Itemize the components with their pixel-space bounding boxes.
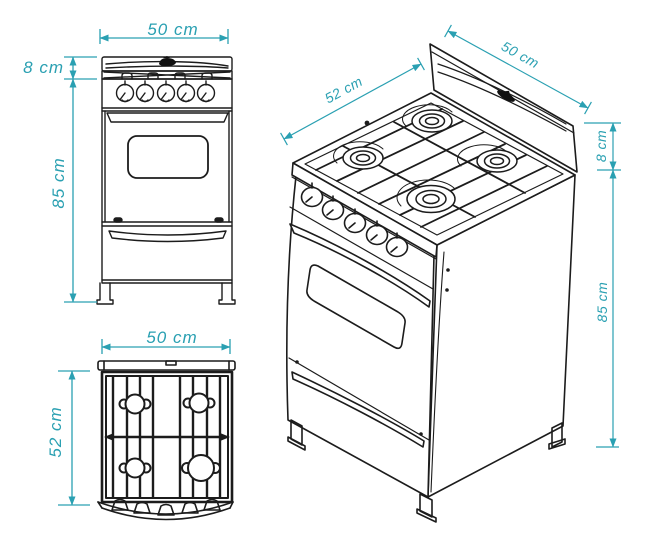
knob [365, 220, 389, 246]
burner [457, 144, 518, 173]
front-legs [96, 282, 236, 305]
drawer-handle [108, 230, 227, 243]
oven-handle [289, 223, 431, 308]
iso-oven-door [288, 223, 431, 441]
front-drawer [101, 225, 233, 281]
top-burners [118, 392, 221, 482]
burner-large [181, 454, 221, 482]
oven-window [306, 264, 406, 350]
iso-knobs [300, 182, 409, 258]
front-dimensions: 50 cm 8 cm 85 cm [23, 20, 229, 303]
front-height-label: 85 cm [49, 157, 68, 208]
front-oven-door [101, 110, 233, 223]
knob [115, 80, 135, 103]
front-backsplash-label: 8 cm [23, 58, 64, 77]
burner [333, 141, 384, 170]
iso-cooktop [291, 92, 576, 258]
iso-legs [287, 419, 566, 523]
front-control-panel [101, 80, 233, 109]
top-backsplash-strip [97, 360, 236, 371]
front-knobs [115, 80, 216, 103]
iso-height-label: 85 cm [594, 282, 610, 323]
iso-depth-label: 52 cm [322, 73, 365, 106]
top-depth-label: 52 cm [46, 406, 65, 457]
burner [182, 392, 216, 414]
knob [300, 182, 324, 208]
front-body [101, 78, 233, 284]
iso-control-panel [289, 176, 437, 290]
burner-large [396, 179, 456, 214]
top-view [97, 360, 236, 521]
burner [118, 393, 152, 415]
brand-logo [159, 56, 176, 66]
iso-burners [333, 104, 518, 214]
isometric-view [286, 43, 578, 523]
knob [385, 232, 409, 258]
knob [343, 208, 367, 234]
front-width-label: 50 cm [147, 20, 198, 39]
oven-handle [106, 112, 229, 123]
knob [176, 80, 196, 103]
top-knobs [111, 498, 221, 516]
iso-width-dim-line [447, 30, 589, 109]
burner [402, 104, 453, 133]
oven-window [127, 135, 209, 179]
top-dimensions: 50 cm 52 cm [46, 328, 231, 506]
front-cooktop-strip [101, 70, 233, 80]
knob [135, 80, 155, 103]
knob [156, 80, 176, 103]
top-grate-outer [100, 370, 234, 504]
top-front-edge [97, 498, 234, 521]
top-width-label: 50 cm [146, 328, 197, 347]
knob [196, 80, 216, 103]
front-view [96, 56, 236, 305]
top-middle-bar [104, 433, 230, 441]
burner [118, 457, 152, 479]
iso-backsplash-label: 8 cm [593, 130, 609, 162]
front-backsplash [101, 56, 233, 72]
iso-width-label: 50 cm [499, 38, 542, 72]
iso-drawer-handle [291, 371, 425, 448]
iso-depth-dim-line [283, 63, 422, 140]
knob [321, 195, 345, 221]
